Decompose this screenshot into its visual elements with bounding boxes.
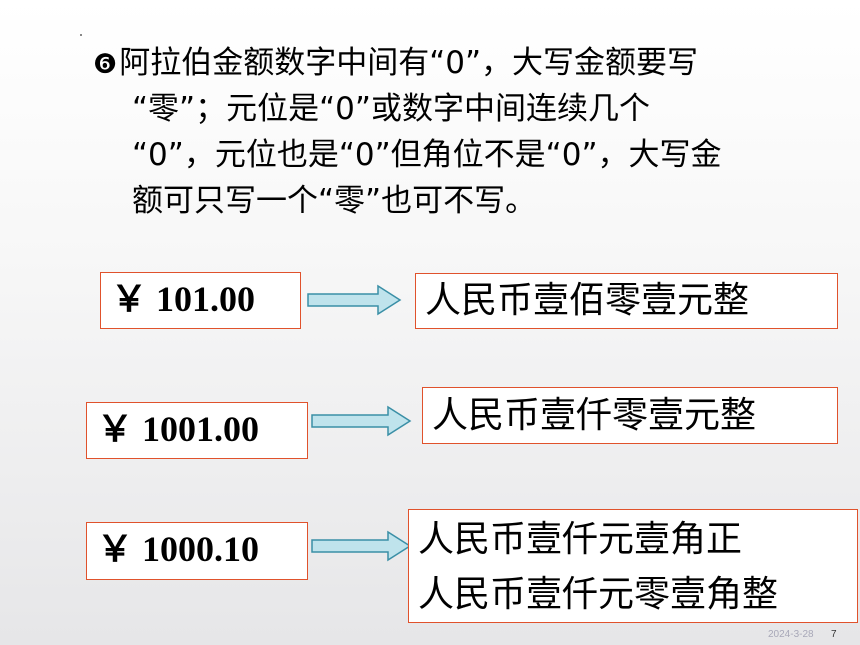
- result-line: 人民币壹佰零壹元整: [425, 280, 750, 321]
- rule-line-2: “零”；元位是“0”或数字中间连续几个: [132, 91, 650, 127]
- arrow-right-icon: [311, 530, 412, 562]
- decorative-dot: [80, 34, 82, 36]
- rule-line-1: ❻阿拉伯金额数字中间有“0”，大写金额要写: [93, 45, 699, 81]
- footer-date: 2024-3-28: [768, 629, 814, 640]
- amount-box-2: ￥ 1001.00: [86, 402, 308, 459]
- page-number: 7: [831, 629, 837, 640]
- result-box-3: 人民币壹仟元壹角正 人民币壹仟元零壹角整: [408, 509, 858, 623]
- result-box-2: 人民币壹仟零壹元整: [422, 387, 838, 444]
- amount-box-1: ￥ 101.00: [100, 272, 301, 329]
- rule-line-4: 额可只写一个“零”也可不写。: [132, 183, 537, 219]
- number-6-marker-icon: ❻: [93, 49, 118, 80]
- amount-box-3: ￥ 1000.10: [86, 522, 308, 580]
- result-line: 人民币壹仟元零壹角整: [418, 574, 779, 615]
- arrow-right-icon: [311, 405, 412, 437]
- arrow-right-icon: [307, 284, 402, 316]
- result-line: 人民币壹仟零壹元整: [432, 395, 757, 436]
- rule-line-3: “0”，元位也是“0”但角位不是“0”，大写金: [132, 137, 722, 173]
- result-box-1: 人民币壹佰零壹元整: [415, 273, 838, 329]
- rule-text: ❻阿拉伯金额数字中间有“0”，大写金额要写 “零”；元位是“0”或数字中间连续几…: [93, 40, 860, 224]
- result-line: 人民币壹仟元壹角正: [418, 519, 743, 560]
